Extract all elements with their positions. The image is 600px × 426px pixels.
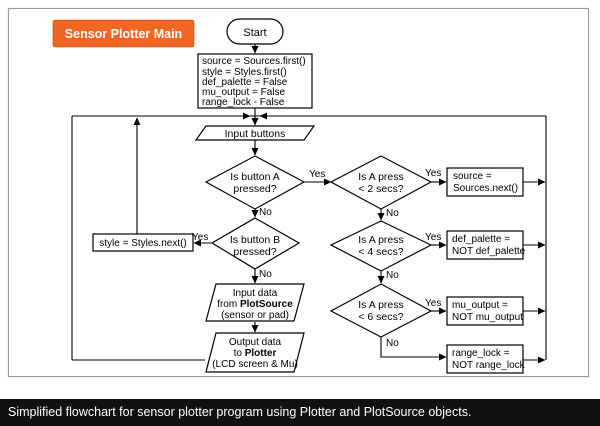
edge-dec6-range	[380, 337, 447, 361]
node-start: Start	[226, 18, 284, 45]
label-a-yes: Yes	[309, 169, 325, 180]
label-d6-no: No	[386, 338, 399, 349]
node-start-label: Start	[243, 27, 266, 39]
node-decision-6-secs-line-1: Is A press	[358, 299, 404, 311]
node-output-data-line-3: (LCD screen & Mu)	[212, 359, 298, 370]
node-action-source-line-1: source =	[453, 171, 492, 182]
node-input-data-line-2-text: from	[217, 299, 240, 310]
node-decision-button-b-line-1: Is button B	[230, 234, 280, 246]
node-decision-button-a-line-2: pressed?	[233, 183, 276, 195]
node-action-range: range_lock = NOT range_lock	[446, 344, 526, 374]
title-badge-label: Sensor Plotter Main	[65, 27, 182, 41]
node-init-line-3: def_palette = False	[202, 77, 288, 88]
edges	[71, 44, 547, 364]
node-action-palette: def_palette = NOT def_palette	[446, 230, 526, 260]
node-action-source: source = Sources.next()	[446, 167, 524, 197]
node-input-data-line-1: Input data	[233, 288, 278, 299]
node-decision-2-secs-line-2: < 2 secs?	[358, 183, 403, 195]
label-d4-yes: Yes	[425, 232, 441, 243]
node-decision-button-b: Is button B pressed?	[210, 217, 301, 270]
node-init-line-5: range_lock - False	[202, 97, 285, 108]
node-action-palette-line-2: NOT def_palette	[452, 246, 526, 257]
node-action-source-line-2: Sources.next()	[453, 183, 518, 194]
node-action-range-line-1: range_lock =	[452, 348, 510, 359]
node-decision-4-secs: Is A press < 4 secs?	[329, 220, 433, 272]
label-b-yes: Yes	[192, 232, 208, 243]
label-b-no: No	[259, 269, 272, 280]
figure-caption: Simplified flowchart for sensor plotter …	[8, 405, 472, 419]
title-badge: Sensor Plotter Main	[52, 19, 195, 48]
node-action-mu-line-2: NOT mu_output	[452, 312, 523, 323]
node-decision-6-secs: Is A press < 6 secs?	[329, 283, 433, 338]
node-init-line-4: mu_output = False	[202, 87, 286, 98]
node-action-mu-line-1: mu_output =	[452, 300, 508, 311]
plotter-bold: Plotter	[245, 348, 277, 359]
node-init-line-2: style = Styles.first()	[202, 67, 287, 78]
node-input-data-line-2: from PlotSource	[217, 299, 293, 310]
node-init: source = Sources.first() style = Styles.…	[197, 53, 313, 109]
label-d2-yes: Yes	[425, 168, 441, 179]
node-decision-button-b-line-2: pressed?	[233, 246, 276, 258]
label-d6-yes: Yes	[425, 298, 441, 309]
label-d4-no: No	[386, 270, 399, 281]
node-output-data-line-2-text: to	[234, 348, 245, 359]
node-output-data-line-2: to Plotter	[234, 348, 277, 359]
node-action-palette-line-1: def_palette =	[452, 234, 510, 245]
label-d2-no: No	[386, 208, 399, 219]
node-decision-4-secs-line-2: < 4 secs?	[358, 246, 403, 258]
node-decision-2-secs-line-1: Is A press	[358, 171, 404, 183]
node-action-mu: mu_output = NOT mu_output	[446, 296, 524, 326]
node-style-next-label: style = Styles.next()	[99, 238, 187, 249]
node-input-data: Input data from PlotSource (sensor or pa…	[205, 283, 305, 322]
node-output-data-line-1: Output data	[229, 337, 282, 348]
node-output-data: Output data to Plotter (LCD screen & Mu)	[205, 332, 305, 373]
node-action-range-line-2: NOT range_lock	[452, 360, 526, 371]
label-a-no: No	[259, 207, 272, 218]
node-input-buttons-label: Input buttons	[225, 128, 286, 140]
plot-source-bold: PlotSource	[240, 299, 293, 310]
node-style-next: style = Styles.next()	[92, 233, 194, 252]
node-input-buttons: Input buttons	[194, 125, 316, 141]
node-init-line-1: source = Sources.first()	[202, 56, 306, 67]
node-decision-button-a-line-1: Is button A	[230, 171, 280, 183]
node-decision-6-secs-line-2: < 6 secs?	[358, 311, 403, 323]
node-decision-2-secs: Is A press < 2 secs?	[329, 155, 433, 210]
node-decision-4-secs-line-1: Is A press	[358, 234, 404, 246]
edge-labels: Yes No Yes No Yes No Yes No Yes No	[192, 168, 441, 349]
node-input-data-line-3: (sensor or pad)	[221, 310, 289, 321]
node-decision-button-a: Is button A pressed?	[204, 155, 306, 210]
caption-bar: Simplified flowchart for sensor plotter …	[0, 399, 600, 426]
